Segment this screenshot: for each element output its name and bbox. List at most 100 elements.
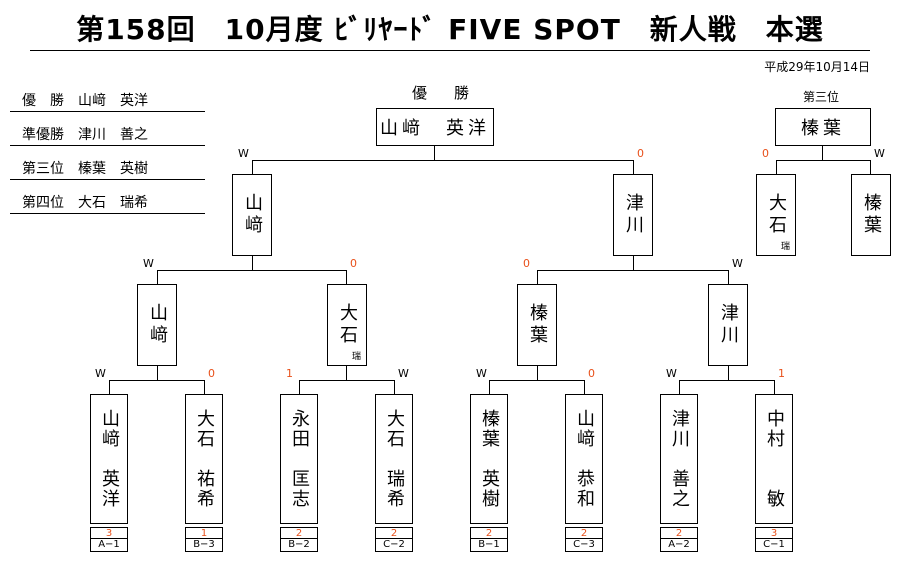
player-score: 1 [185, 527, 223, 539]
final-right-box: 津川 [613, 174, 653, 256]
bracket-line [157, 270, 347, 271]
player-score: 2 [470, 527, 508, 539]
player-box: 山﨑 恭和 [565, 394, 603, 524]
qf-3-right-mark: 0 [588, 367, 595, 380]
final-right-name: 津川 [623, 193, 644, 237]
bracket-line [434, 146, 435, 160]
player-score: 2 [280, 527, 318, 539]
semi-2-left-mark: 0 [523, 257, 530, 270]
champion-box: 山﨑 英洋 [376, 108, 494, 146]
player-seed: C−2 [375, 539, 413, 552]
bracket-line [157, 270, 158, 284]
page-title: 第158回 10月度 ﾋﾞﾘﾔｰﾄﾞ FIVE SPOT 新人戦 本選 [76, 13, 824, 46]
bracket-line [537, 270, 538, 284]
result-first: 優 勝 山﨑 英洋 [10, 90, 205, 112]
bracket-line [633, 256, 634, 270]
bracket-line [537, 270, 729, 271]
bracket-line [109, 380, 110, 394]
bracket-line [394, 380, 395, 394]
qf-1-right-mark: 0 [208, 367, 215, 380]
bracket-line [252, 160, 634, 161]
semi-1-right-name: 大石 [337, 303, 358, 347]
player-name: 大石 瑞希 [384, 409, 405, 509]
semi-1-right-mark: 0 [350, 257, 357, 270]
third-right-name: 榛葉 [861, 193, 882, 237]
bracket-line [489, 380, 490, 394]
player-name: 永田 匡志 [289, 409, 310, 509]
result-third: 第三位 榛葉 英樹 [10, 158, 205, 180]
player-seed: C−1 [755, 539, 793, 552]
bracket-line [346, 366, 347, 380]
third-left-sub: 瑞 [780, 242, 790, 252]
bracket-line [776, 160, 871, 161]
bracket-line [633, 160, 634, 174]
semi-2-right-name: 津川 [718, 303, 739, 347]
semi-2-right-mark: W [732, 257, 743, 270]
player-name: 津川 善之 [669, 409, 690, 509]
semi-1-left-box: 山﨑 [137, 284, 177, 366]
player-seed: A−1 [90, 539, 128, 552]
player-seed: A−2 [660, 539, 698, 552]
third-place-name: 榛葉 [801, 118, 845, 139]
third-right-mark: W [874, 147, 885, 160]
player-box: 大石 瑞希 [375, 394, 413, 524]
bracket-line [679, 380, 680, 394]
semi-1-right-box: 大石 瑞 [327, 284, 367, 366]
bracket-line [774, 380, 775, 394]
third-place-label: 第三位 [803, 90, 840, 104]
player-box: 中村 敏 [755, 394, 793, 524]
player-score: 2 [660, 527, 698, 539]
third-left-name: 大石 [766, 193, 787, 237]
semi-2-left-box: 榛葉 [517, 284, 557, 366]
player-box: 永田 匡志 [280, 394, 318, 524]
player-score: 3 [90, 527, 128, 539]
player-score: 3 [755, 527, 793, 539]
third-left-mark: 0 [762, 147, 769, 160]
bracket-line [584, 380, 585, 394]
final-left-mark: W [238, 147, 249, 160]
bracket-line [728, 270, 729, 284]
bracket-line [252, 256, 253, 270]
player-score: 2 [565, 527, 603, 539]
bracket-line [346, 270, 347, 284]
player-name: 榛葉 英樹 [479, 409, 500, 509]
bracket-line [299, 380, 300, 394]
third-left-box: 大石 瑞 [756, 174, 796, 256]
bracket-line [252, 160, 253, 174]
player-name: 中村 敏 [764, 409, 785, 509]
player-box: 榛葉 英樹 [470, 394, 508, 524]
bracket-line [728, 366, 729, 380]
player-seed: B−2 [280, 539, 318, 552]
champion-name: 山﨑 英洋 [380, 118, 490, 139]
title-rule [30, 50, 870, 51]
result-second: 準優勝 津川 善之 [10, 124, 205, 146]
player-seed: B−3 [185, 539, 223, 552]
bracket-line [870, 160, 871, 174]
final-right-mark: 0 [637, 147, 644, 160]
semi-2-right-box: 津川 [708, 284, 748, 366]
qf-2-left-mark: 1 [286, 367, 293, 380]
final-left-name: 山﨑 [242, 193, 263, 237]
semi-2-left-name: 榛葉 [527, 303, 548, 347]
bracket-line [204, 380, 205, 394]
semi-1-left-name: 山﨑 [147, 303, 168, 347]
final-left-box: 山﨑 [232, 174, 272, 256]
bracket-line [822, 146, 823, 160]
third-right-box: 榛葉 [851, 174, 891, 256]
player-name: 山﨑 英洋 [99, 409, 120, 509]
qf-3-left-mark: W [476, 367, 487, 380]
player-score: 2 [375, 527, 413, 539]
result-fourth: 第四位 大石 瑞希 [10, 192, 205, 214]
bracket-line [489, 380, 585, 381]
qf-1-left-mark: W [95, 367, 106, 380]
player-seed: C−3 [565, 539, 603, 552]
bracket-line [109, 380, 205, 381]
player-name: 山﨑 恭和 [574, 409, 595, 509]
event-date: 平成29年10月14日 [764, 60, 870, 74]
player-box: 大石 祐希 [185, 394, 223, 524]
bracket-line [776, 160, 777, 174]
player-box: 山﨑 英洋 [90, 394, 128, 524]
semi-1-right-sub: 瑞 [351, 352, 361, 362]
champion-label: 優 勝 [412, 84, 476, 102]
qf-2-right-mark: W [398, 367, 409, 380]
